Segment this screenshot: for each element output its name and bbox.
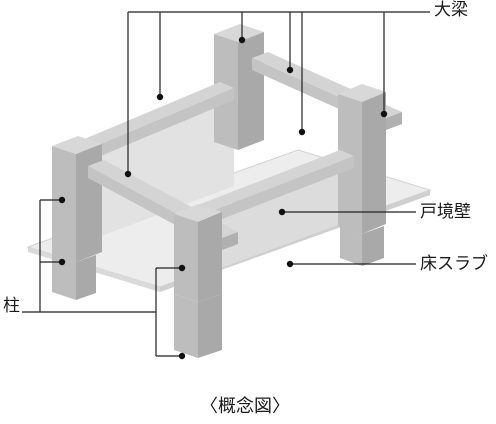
diagram-caption: 〈概念図〉 <box>200 396 290 417</box>
column-stub-front <box>174 294 222 358</box>
door-boundary-wall <box>210 162 346 272</box>
label-beam: 大梁 <box>434 0 468 20</box>
leader-lines <box>22 11 430 357</box>
column-stub-left <box>52 254 96 300</box>
column-stub-right <box>340 226 384 266</box>
label-column: 柱 <box>3 296 20 316</box>
leader-dots <box>58 36 388 360</box>
label-door-boundary-wall: 戸境壁 <box>420 202 471 222</box>
label-floor-slab: 床スラブ <box>420 254 488 274</box>
back-wall <box>96 98 234 238</box>
column-front <box>174 204 222 302</box>
